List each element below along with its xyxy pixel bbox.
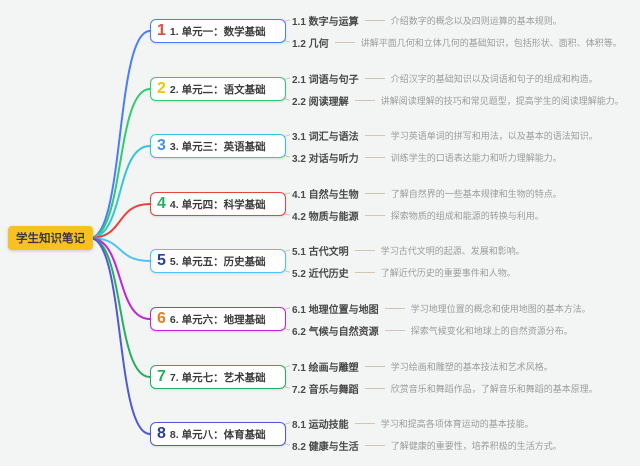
branch-node-history[interactable]: 5 5. 单元五：历史基础 [150,249,286,273]
subtopic-connector-line [364,19,385,21]
subtopic-label: 1.2 几何 [292,38,329,50]
subtopic-connector-line [364,134,385,136]
subtopic-label: 8.1 运动技能 [292,419,349,431]
subtopic-label: 3.1 词汇与语法 [292,131,359,143]
branch-label: 1. 单元一：数学基础 [169,25,266,38]
subtopic-description: 训练学生的口语表达能力和听力理解能力。 [390,152,562,163]
subtopic-label: 6.1 地理位置与地图 [292,304,379,316]
branch-number: 8 [157,425,166,442]
subtopic-label: 4.1 自然与生物 [292,189,359,201]
subtopic-label: 5.2 近代历史 [292,268,349,280]
branch-number: 5 [157,252,166,269]
subtopic-description: 探索气候变化和地球上的自然资源分布。 [410,325,573,336]
root-label: 学生知识笔记 [16,233,85,245]
subtopic-description: 学习和提高各项体育运动的基本技能。 [380,418,534,429]
root-node[interactable]: 学生知识笔记 [8,226,93,250]
subtopic-row[interactable]: 6.1 地理位置与地图 学习地理位置的概念和使用地图的基本方法。 [292,300,591,316]
subtopic-description: 讲解阅读理解的技巧和常见题型，提高学生的阅读理解能力。 [380,95,624,106]
subtopic-connector-line [364,192,385,194]
subtopic-connector-line [364,387,385,389]
branch-label: 7. 单元七：艺术基础 [169,371,266,384]
subtopic-description: 学习地理位置的概念和使用地图的基本方法。 [410,303,591,314]
subtopic-description: 学习英语单词的拼写和用法，以及基本的语法知识。 [390,130,598,141]
subtopic-connector-line [334,41,355,43]
subtopic-connector-line [364,77,385,79]
subtopic-label: 3.2 对话与听力 [292,153,359,165]
subtopic-description: 欣赏音乐和舞蹈作品，了解音乐和舞蹈的基本原理。 [390,383,598,394]
subtopic-row[interactable]: 3.1 词汇与语法 学习英语单词的拼写和用法，以及基本的语法知识。 [292,127,598,143]
subtopic-label: 1.1 数字与运算 [292,16,359,28]
subtopic-row[interactable]: 2.2 阅读理解 讲解阅读理解的技巧和常见题型，提高学生的阅读理解能力。 [292,92,624,108]
subtopic-description: 了解自然界的一些基本规律和生物的特点。 [390,188,562,199]
subtopic-connector-line [364,444,385,446]
branch-node-art[interactable]: 7 7. 单元七：艺术基础 [150,365,286,389]
subtopic-row[interactable]: 4.1 自然与生物 了解自然界的一些基本规律和生物的特点。 [292,185,562,201]
subtopic-row[interactable]: 4.2 物质与能源 探索物质的组成和能源的转换与利用。 [292,207,544,223]
branch-number: 6 [157,310,166,327]
subtopic-description: 学习古代文明的起源、发展和影响。 [380,245,525,256]
branch-label: 6. 单元六：地理基础 [169,313,266,326]
branch-number: 4 [157,195,166,212]
branch-number: 2 [157,80,166,97]
subtopic-description: 讲解平面几何和立体几何的基础知识，包括形状、面积、体积等。 [360,37,622,48]
subtopic-row[interactable]: 1.1 数字与运算 介绍数字的概念以及四则运算的基本规则。 [292,12,562,28]
subtopic-label: 5.1 古代文明 [292,246,349,258]
branch-node-chinese[interactable]: 2 2. 单元二：语文基础 [150,77,286,101]
branch-node-science[interactable]: 4 4. 单元四：科学基础 [150,192,286,216]
subtopic-row[interactable]: 7.1 绘画与雕塑 学习绘画和雕塑的基本技法和艺术风格。 [292,358,553,374]
subtopic-description: 介绍汉字的基础知识以及词语和句子的组成和构造。 [390,73,598,84]
subtopic-label: 6.2 气候与自然资源 [292,326,379,338]
subtopic-connector-line [384,329,405,331]
subtopic-connector-line [354,271,375,273]
subtopic-description: 了解近代历史的重要事件和人物。 [380,267,516,278]
subtopic-label: 2.1 词语与句子 [292,74,359,86]
subtopic-row[interactable]: 5.1 古代文明 学习古代文明的起源、发展和影响。 [292,242,525,258]
branch-label: 5. 单元五：历史基础 [169,255,266,268]
subtopic-description: 介绍数字的概念以及四则运算的基本规则。 [390,15,562,26]
subtopic-row[interactable]: 3.2 对话与听力 训练学生的口语表达能力和听力理解能力。 [292,149,562,165]
subtopic-connector-line [384,307,405,309]
branch-label: 2. 单元二：语文基础 [169,83,266,96]
subtopic-label: 8.2 健康与生活 [292,441,359,453]
subtopic-row[interactable]: 6.2 气候与自然资源 探索气候变化和地球上的自然资源分布。 [292,322,573,338]
subtopic-connector-line [354,422,375,424]
subtopic-description: 了解健康的重要性，培养积极的生活方式。 [390,440,562,451]
subtopic-row[interactable]: 8.1 运动技能 学习和提高各项体育运动的基本技能。 [292,415,534,431]
subtopic-row[interactable]: 5.2 近代历史 了解近代历史的重要事件和人物。 [292,264,516,280]
subtopic-connector-line [354,249,375,251]
branch-number: 1 [157,22,166,39]
branch-label: 4. 单元四：科学基础 [169,198,266,211]
branch-label: 8. 单元八：体育基础 [169,428,266,441]
branch-node-geography[interactable]: 6 6. 单元六：地理基础 [150,307,286,331]
subtopic-connector-line [364,365,385,367]
subtopic-label: 4.2 物质与能源 [292,211,359,223]
subtopic-row[interactable]: 1.2 几何 讲解平面几何和立体几何的基础知识，包括形状、面积、体积等。 [292,34,622,50]
subtopic-description: 学习绘画和雕塑的基本技法和艺术风格。 [390,361,553,372]
subtopic-connector-line [364,156,385,158]
branch-label: 3. 单元三：英语基础 [169,140,266,153]
subtopic-row[interactable]: 8.2 健康与生活 了解健康的重要性，培养积极的生活方式。 [292,437,562,453]
subtopic-label: 7.1 绘画与雕塑 [292,362,359,374]
subtopic-row[interactable]: 2.1 词语与句子 介绍汉字的基础知识以及词语和句子的组成和构造。 [292,70,598,86]
subtopic-label: 2.2 阅读理解 [292,96,349,108]
subtopic-connector-line [364,214,385,216]
branch-number: 7 [157,368,166,385]
branch-node-pe[interactable]: 8 8. 单元八：体育基础 [150,422,286,446]
subtopic-label: 7.2 音乐与舞蹈 [292,384,359,396]
branch-node-english[interactable]: 3 3. 单元三：英语基础 [150,134,286,158]
subtopic-description: 探索物质的组成和能源的转换与利用。 [390,210,544,221]
subtopic-connector-line [354,99,375,101]
branch-node-math[interactable]: 1 1. 单元一：数学基础 [150,19,286,43]
branch-number: 3 [157,137,166,154]
subtopic-row[interactable]: 7.2 音乐与舞蹈 欣赏音乐和舞蹈作品，了解音乐和舞蹈的基本原理。 [292,380,598,396]
